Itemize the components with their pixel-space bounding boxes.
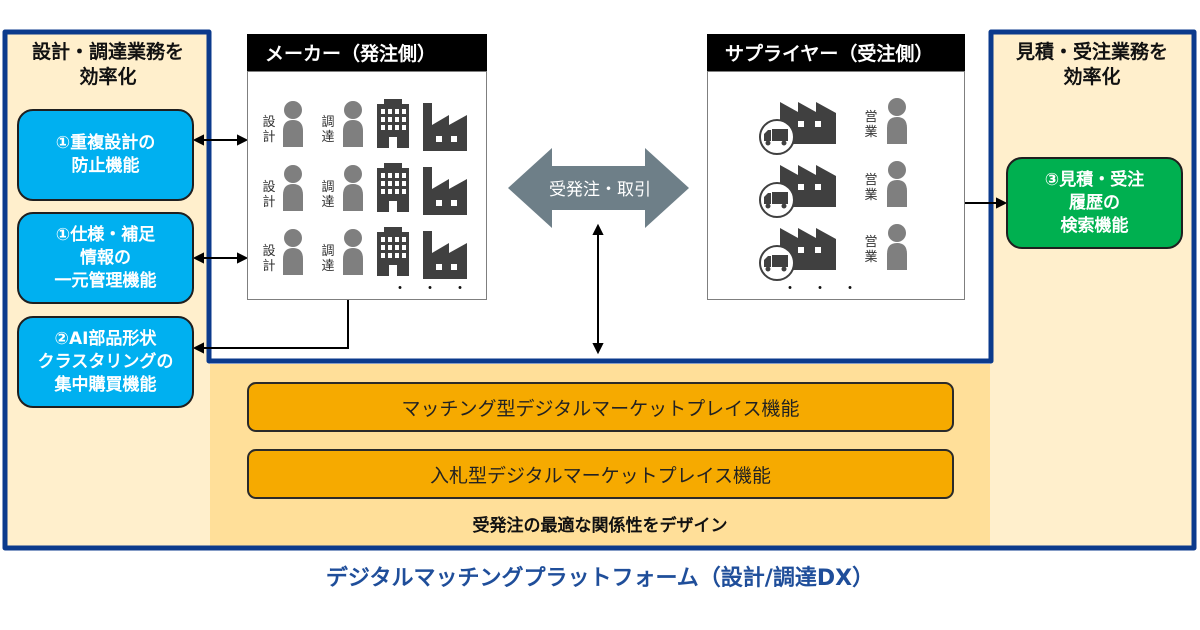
maker-icons (283, 99, 467, 279)
maker-role-design-1: 設計 (262, 115, 276, 145)
supplier-row (759, 161, 907, 218)
maker-row (283, 99, 467, 151)
truck-icon (759, 119, 795, 155)
right-panel-bg (990, 32, 1194, 548)
factory-icon (423, 167, 467, 215)
person-icon (343, 165, 363, 211)
office-building-icon (377, 227, 409, 276)
supplier-row (759, 224, 907, 281)
truck-icon (759, 245, 795, 281)
office-building-icon (377, 163, 409, 212)
person-icon (887, 161, 907, 207)
person-icon (887, 224, 907, 270)
feature-ai-part-clustering[interactable]: ②AI部品形状 クラスタリングの 集中購買機能 (17, 316, 194, 408)
navy-outline (2, 29, 1197, 551)
person-icon (283, 101, 303, 147)
right-panel-title: 見積・受注業務を 効率化 (1015, 41, 1168, 88)
platform-title: デジタルマッチングプラットフォーム（設計/調達DX） (325, 566, 875, 591)
person-icon (343, 229, 363, 275)
left-panel-title: 設計・調達業務を 効率化 (31, 41, 184, 88)
maker-ellipsis: ・・・ (393, 281, 483, 297)
matching-marketplace-feature[interactable]: マッチング型デジタルマーケットプレイス機能 (247, 382, 954, 432)
truck-icon (759, 182, 795, 218)
supplier-ellipsis: ・・・ (783, 281, 873, 297)
person-icon (343, 101, 363, 147)
supplier-role-sales-3: 営業 (864, 235, 878, 265)
factory-icon (423, 231, 467, 279)
maker-role-design-3: 設計 (262, 244, 276, 274)
maker-row (283, 163, 467, 215)
maker-row (283, 227, 467, 279)
supplier-header: サプライヤー（受注側） (707, 34, 965, 71)
supplier-row (759, 98, 907, 155)
trade-label: 受発注・取引 (549, 180, 651, 200)
marketplace-tagline: 受発注の最適な関係性をデザイン (472, 516, 728, 536)
maker-role-procure-1: 調達 (321, 115, 335, 145)
maker-role-design-2: 設計 (262, 180, 276, 210)
feature-spec-info-management[interactable]: ①仕様・補足 情報の 一元管理機能 (17, 212, 194, 304)
office-building-icon (377, 99, 409, 148)
feature-duplicate-design-prevention[interactable]: ①重複設計の 防止機能 (17, 109, 194, 201)
bidding-marketplace-feature[interactable]: 入札型デジタルマーケットプレイス機能 (247, 449, 954, 499)
maker-header: メーカー（発注側） (247, 34, 487, 71)
feature-quote-order-history-search[interactable]: ③見積・受注 履歴の 検索機能 (1006, 157, 1183, 249)
person-icon (283, 165, 303, 211)
factory-icon (423, 103, 467, 151)
supplier-role-sales-2: 営業 (864, 173, 878, 203)
arrow-feature3-to-maker (202, 290, 349, 349)
maker-role-procure-3: 調達 (321, 244, 335, 274)
person-icon (887, 98, 907, 144)
supplier-icons (759, 98, 907, 281)
maker-role-procure-2: 調達 (321, 180, 335, 210)
trade-double-arrow (508, 148, 689, 228)
person-icon (283, 229, 303, 275)
supplier-role-sales-1: 営業 (864, 110, 878, 140)
